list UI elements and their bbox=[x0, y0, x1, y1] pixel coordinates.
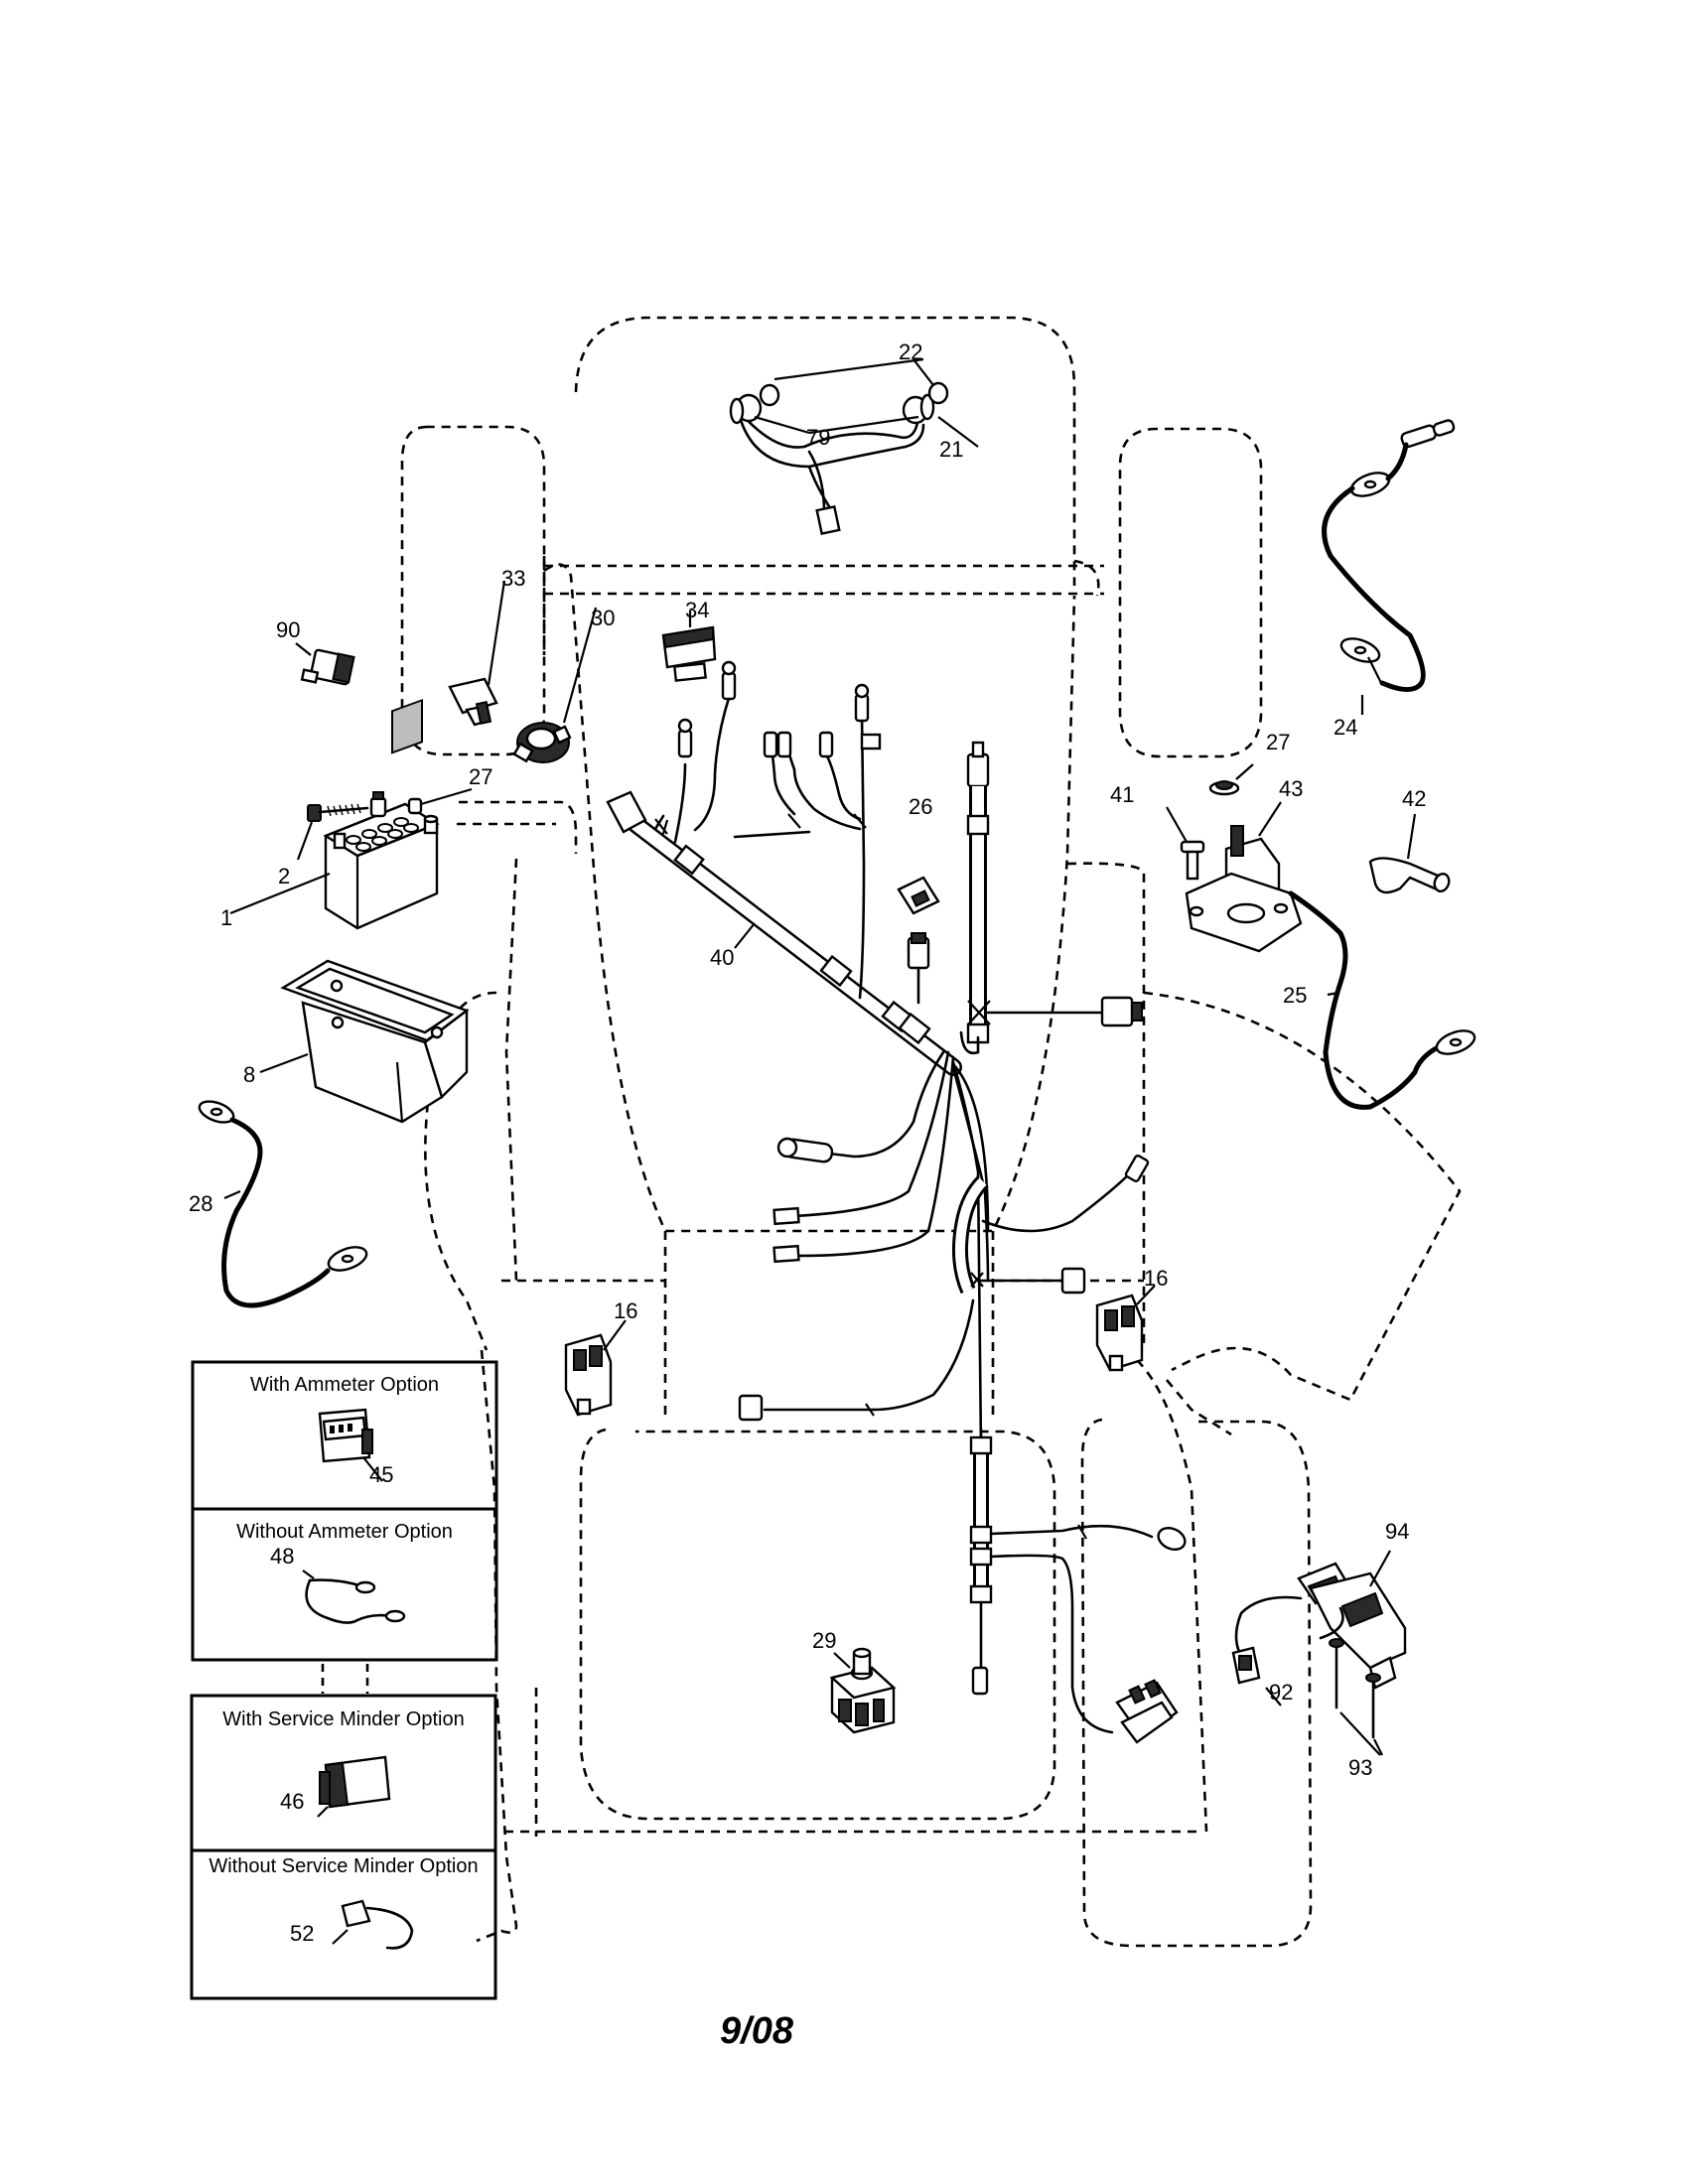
without-ammeter-title: Without Ammeter Option bbox=[236, 1521, 453, 1543]
callout-90: 90 bbox=[276, 617, 300, 642]
part-2-bolts bbox=[296, 787, 473, 861]
headlight-harness bbox=[729, 357, 979, 536]
callout-8: 8 bbox=[243, 1062, 255, 1087]
callout-25: 25 bbox=[1283, 983, 1307, 1008]
callout-52: 52 bbox=[290, 1921, 314, 1946]
battery-tray bbox=[259, 959, 470, 1124]
callout-92: 92 bbox=[1269, 1680, 1293, 1705]
callout-30: 30 bbox=[591, 606, 615, 630]
part-29-switch bbox=[829, 1647, 897, 1734]
battery bbox=[229, 698, 440, 930]
with-ammeter-title: With Ammeter Option bbox=[250, 1374, 439, 1396]
starter-solenoid bbox=[1166, 763, 1476, 1110]
callout-27-right: 27 bbox=[1266, 730, 1290, 754]
part-94-module bbox=[1231, 1550, 1407, 1756]
callout-labels: 22 79 21 33 30 34 90 27 2 1 8 28 40 26 2… bbox=[189, 340, 1426, 1946]
callout-1: 1 bbox=[220, 905, 232, 930]
callout-27-left: 27 bbox=[469, 764, 492, 789]
ammeter-option-box bbox=[191, 1360, 498, 1662]
with-service-minder-title: With Service Minder Option bbox=[222, 1708, 464, 1730]
callout-94: 94 bbox=[1385, 1519, 1409, 1544]
callout-40: 40 bbox=[710, 945, 734, 970]
without-service-minder-title: Without Service Minder Option bbox=[209, 1855, 478, 1877]
callout-29: 29 bbox=[812, 1628, 836, 1653]
callout-2: 2 bbox=[278, 864, 290, 888]
callout-45: 45 bbox=[369, 1462, 393, 1487]
callout-93: 93 bbox=[1348, 1755, 1372, 1780]
callout-16-right: 16 bbox=[1144, 1266, 1168, 1291]
part-34-switch bbox=[661, 611, 717, 682]
revision-date: 9/08 bbox=[720, 2010, 794, 2052]
tractor-outline bbox=[400, 316, 1462, 1948]
part-24-cable bbox=[1322, 419, 1456, 715]
seat-connector bbox=[1115, 1679, 1179, 1744]
part-33-key bbox=[448, 580, 506, 727]
service-minder-option-box bbox=[190, 1664, 497, 2000]
callout-34: 34 bbox=[685, 598, 709, 622]
callout-26: 26 bbox=[909, 794, 932, 819]
callout-46: 46 bbox=[280, 1789, 304, 1814]
callout-16-left: 16 bbox=[614, 1298, 637, 1323]
callout-79: 79 bbox=[806, 425, 830, 450]
part-90-switch bbox=[295, 642, 355, 686]
callout-22: 22 bbox=[899, 340, 922, 364]
callout-21: 21 bbox=[939, 437, 963, 462]
part-28-cable bbox=[198, 1100, 368, 1308]
part-16-left bbox=[564, 1319, 627, 1417]
callout-28: 28 bbox=[189, 1191, 212, 1216]
callout-24: 24 bbox=[1333, 715, 1357, 740]
callout-41: 41 bbox=[1110, 782, 1134, 807]
callout-48: 48 bbox=[270, 1544, 294, 1569]
option-box-titles: With Ammeter Option Without Ammeter Opti… bbox=[209, 1374, 478, 1877]
callout-43: 43 bbox=[1279, 776, 1303, 801]
callout-42: 42 bbox=[1402, 786, 1426, 811]
part-16-right bbox=[1095, 1285, 1156, 1372]
part-30-ignition bbox=[512, 607, 598, 763]
main-harness bbox=[606, 660, 1187, 1734]
callout-33: 33 bbox=[501, 566, 525, 591]
